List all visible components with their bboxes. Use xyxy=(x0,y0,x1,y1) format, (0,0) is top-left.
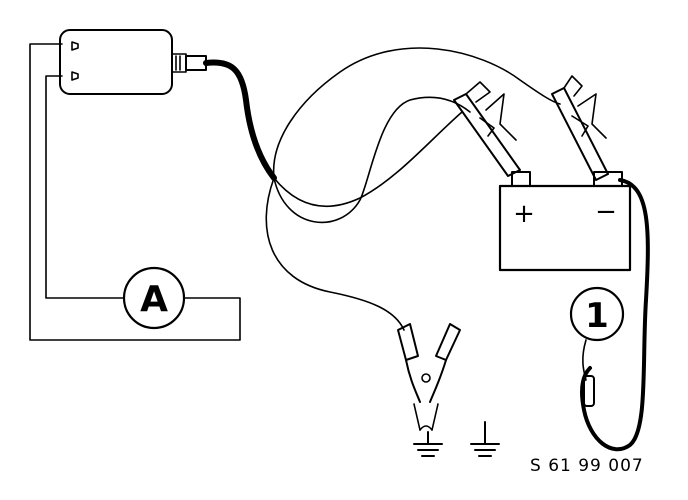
battery-positive-label: + xyxy=(513,199,535,229)
meter-label: 1 xyxy=(585,296,609,336)
battery-negative-label: − xyxy=(595,197,617,227)
meter-circle xyxy=(569,286,625,342)
test-leads xyxy=(265,47,561,331)
ammeter-label: A xyxy=(140,279,168,320)
clamp-meter: 1 xyxy=(569,178,650,452)
ground-symbol-left xyxy=(413,431,443,457)
positive-clamp xyxy=(453,81,521,177)
ammeter-circle xyxy=(122,266,186,330)
negative-clamp xyxy=(551,75,609,181)
battery: + − xyxy=(498,171,632,272)
tester-unit xyxy=(59,29,207,95)
ammeter-loop: A xyxy=(29,43,241,341)
ground-symbol-right xyxy=(470,421,500,457)
ground-clamp xyxy=(397,323,461,431)
reference-code: S 61 99 007 xyxy=(530,456,644,476)
main-cable xyxy=(203,59,277,181)
